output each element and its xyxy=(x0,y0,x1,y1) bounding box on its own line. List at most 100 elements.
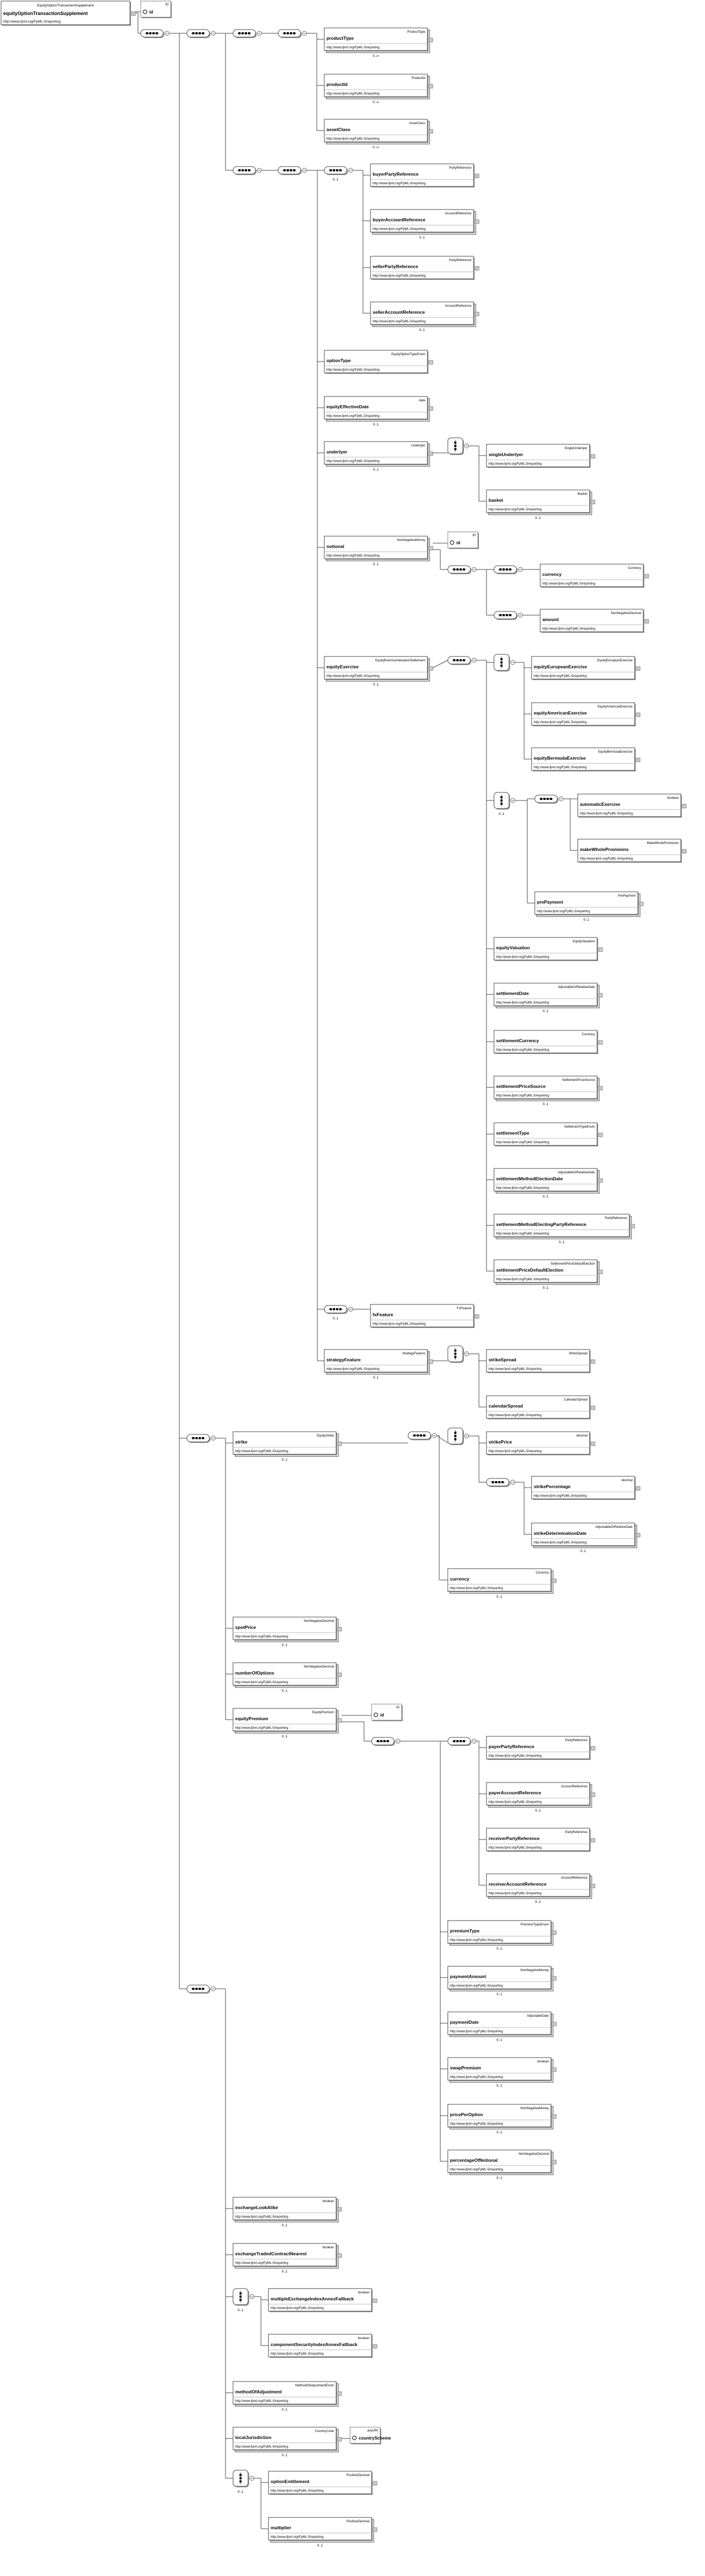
element-settlementPriceSource[interactable]: SettlementPriceSourcesettlementPriceSour… xyxy=(493,1076,603,1106)
expand-box[interactable] xyxy=(428,38,433,42)
expand-box[interactable] xyxy=(428,360,433,365)
expand-box[interactable] xyxy=(636,1486,641,1491)
expand-box[interactable] xyxy=(552,1930,557,1935)
expand-box[interactable] xyxy=(636,1533,641,1538)
element-settlementCurrency[interactable]: CurrencysettlementCurrencyhttp://www.fpm… xyxy=(493,1030,603,1054)
element-underlyer[interactable]: Underlyerunderlyerhttp://www.fpml.org/Fp… xyxy=(324,441,433,472)
root-element[interactable]: EquityOptionTransactionSupplementequityO… xyxy=(1,1,136,26)
sequence-compositor[interactable] xyxy=(534,795,564,804)
sequence-compositor[interactable] xyxy=(447,656,477,665)
expand-box[interactable] xyxy=(552,2160,557,2164)
expand-box[interactable] xyxy=(598,1178,603,1183)
expand-box[interactable] xyxy=(636,757,641,762)
element-numberOfOptions[interactable]: NonNegativeDecimalnumberOfOptionshttp://… xyxy=(232,1662,342,1693)
choice-compositor[interactable]: 0..1 xyxy=(493,792,515,816)
expand-box[interactable] xyxy=(131,11,136,16)
expand-box[interactable] xyxy=(682,804,687,809)
sequence-compositor[interactable] xyxy=(232,29,262,38)
choice-compositor[interactable] xyxy=(493,654,515,672)
expand-box[interactable] xyxy=(337,1672,342,1677)
choice-compositor[interactable] xyxy=(447,1427,469,1445)
element-equityValuation[interactable]: EquityValuationequityValuationhttp://www… xyxy=(493,937,603,961)
expand-box[interactable] xyxy=(552,1976,557,1981)
element-equityExercise[interactable]: EquityExerciseValuationSettlementequityE… xyxy=(324,656,433,687)
choice-compositor[interactable] xyxy=(447,437,469,455)
element-premiumType[interactable]: PremiumTypeEnumpremiumTypehttp://www.fpm… xyxy=(447,1920,557,1951)
expand-box[interactable] xyxy=(598,1040,603,1045)
element-spotPrice[interactable]: NonNegativeDecimalspotPricehttp://www.fp… xyxy=(232,1617,342,1647)
sequence-compositor[interactable] xyxy=(278,166,307,175)
expand-box[interactable] xyxy=(552,2114,557,2119)
expand-box[interactable] xyxy=(337,2391,342,2396)
expand-box[interactable] xyxy=(428,84,433,89)
element-settlementDate[interactable]: AdjustableOrRelativeDatesettlementDateht… xyxy=(493,983,603,1013)
expand-box[interactable] xyxy=(591,1746,595,1751)
element-notional[interactable]: NonNegativeMoneynotionalhttp://www.fpml.… xyxy=(324,536,433,566)
expand-box[interactable] xyxy=(428,1359,433,1364)
expand-box[interactable] xyxy=(591,1792,595,1797)
expand-box[interactable] xyxy=(591,500,595,504)
choice-compositor[interactable]: 0..1 xyxy=(232,2288,255,2312)
element-productId[interactable]: ProductIdproductIdhttp://www.fpml.org/Fp… xyxy=(324,74,433,104)
expand-box[interactable] xyxy=(475,266,479,271)
expand-box[interactable] xyxy=(373,2298,377,2303)
element-multiplier[interactable]: PositiveDecimalmultiplierhttp://www.fpml… xyxy=(268,2517,377,2548)
sequence-compositor[interactable]: 0..1 xyxy=(324,166,353,182)
element-currency1[interactable]: Currencycurrencyhttp://www.fpml.org/FpML… xyxy=(540,564,649,588)
sequence-compositor[interactable] xyxy=(140,29,170,38)
element-equityEffectiveDate[interactable]: dateequityEffectiveDatehttp://www.fpml.o… xyxy=(324,396,433,427)
element-productType[interactable]: ProductTypeproductTypehttp://www.fpml.or… xyxy=(324,27,433,58)
element-singleUnderlyer[interactable]: SingleUnderlyersingleUnderlyerhttp://www… xyxy=(486,444,595,468)
element-calendarSpread[interactable]: CalendarSpreadcalendarSpreadhttp://www.f… xyxy=(486,1395,595,1419)
expand-box[interactable] xyxy=(591,454,595,459)
element-strikeDeterminationDate[interactable]: AdjustableOrRelativeDatestrikeDeterminat… xyxy=(531,1522,641,1553)
element-settlementMethodElectionDate[interactable]: AdjustableOrRelativeDatesettlementMethod… xyxy=(493,1168,603,1199)
expand-box[interactable] xyxy=(598,1269,603,1274)
expand-box[interactable] xyxy=(337,2253,342,2258)
element-methodOfAdjustment[interactable]: MethodOfAdjustmentEnummethodOfAdjustment… xyxy=(232,2381,342,2412)
element-strikeSpread[interactable]: StrikeSpreadstrikeSpreadhttp://www.fpml.… xyxy=(486,1349,595,1373)
element-buyerAccountReference[interactable]: AccountReferencebuyerAccountReferencehtt… xyxy=(370,209,479,240)
element-swapPremium[interactable]: booleanswapPremiumhttp://www.fpml.org/Fp… xyxy=(447,2057,557,2088)
element-payerPartyReference[interactable]: PartyReferencepayerPartyReferencehttp://… xyxy=(486,1736,595,1760)
expand-box[interactable] xyxy=(636,712,641,717)
sequence-compositor[interactable] xyxy=(493,565,523,574)
element-currency2[interactable]: Currencycurrencyhttp://www.fpml.org/FpML… xyxy=(447,1568,557,1599)
sequence-compositor[interactable] xyxy=(371,1737,401,1746)
element-paymentDate[interactable]: AdjustableDatepaymentDatehttp://www.fpml… xyxy=(447,2011,557,2042)
element-settlementType[interactable]: SettlementTypeEnumsettlementTypehttp://w… xyxy=(493,1122,603,1146)
element-amount[interactable]: NonNegativeDecimalamounthttp://www.fpml.… xyxy=(540,609,649,633)
expand-box[interactable] xyxy=(475,1314,479,1319)
element-multipleExchangeIndexAnnexFallback[interactable]: booleanmultipleExchangeIndexAnnexFallbac… xyxy=(268,2288,377,2312)
sequence-compositor[interactable] xyxy=(486,1478,515,1487)
element-basket[interactable]: Basketbaskethttp://www.fpml.org/FpML-5/r… xyxy=(486,489,595,520)
expand-box[interactable] xyxy=(591,1405,595,1410)
element-equityEuropeanExercise[interactable]: EquityEuropeanExerciseequityEuropeanExer… xyxy=(531,656,641,680)
sequence-compositor[interactable] xyxy=(186,29,216,38)
expand-box[interactable] xyxy=(598,1132,603,1137)
expand-box[interactable] xyxy=(591,1441,595,1446)
expand-box[interactable] xyxy=(428,666,433,671)
expand-box[interactable] xyxy=(337,1718,342,1723)
element-pricePerOption[interactable]: NonNegativeMoneypricePerOptionhttp://www… xyxy=(447,2104,557,2134)
expand-box[interactable] xyxy=(591,1359,595,1364)
expand-box[interactable] xyxy=(428,546,433,551)
sequence-compositor[interactable] xyxy=(493,611,523,620)
expand-box[interactable] xyxy=(337,2207,342,2212)
expand-box[interactable] xyxy=(475,219,479,224)
expand-box[interactable] xyxy=(428,451,433,456)
element-strike[interactable]: EquityStrikestrikehttp://www.fpml.org/Fp… xyxy=(232,1431,342,1462)
choice-compositor[interactable]: 0..1 xyxy=(232,2470,255,2494)
expand-box[interactable] xyxy=(373,2481,377,2486)
element-payerAccountReference[interactable]: AccountReferencepayerAccountReferencehtt… xyxy=(486,1782,595,1813)
expand-box[interactable] xyxy=(630,1224,635,1229)
sequence-compositor[interactable] xyxy=(447,1737,477,1746)
expand-box[interactable] xyxy=(598,947,603,952)
expand-box[interactable] xyxy=(552,1578,557,1583)
element-equityAmericanExercise[interactable]: EquityAmericanExerciseequityAmericanExer… xyxy=(531,702,641,726)
sequence-compositor[interactable] xyxy=(278,29,307,38)
sequence-compositor[interactable] xyxy=(447,565,477,574)
